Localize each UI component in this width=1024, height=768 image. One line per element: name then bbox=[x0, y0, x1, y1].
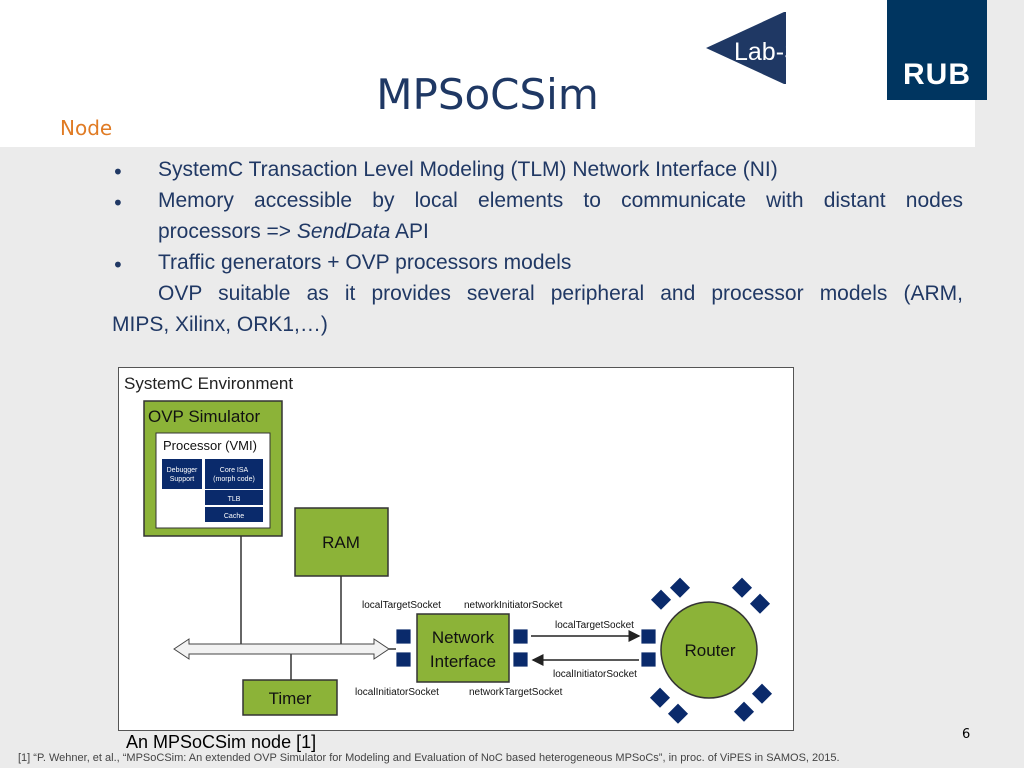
core-isa-block bbox=[205, 459, 263, 489]
bullet-3-continuation-line-1: OVP suitable as it provides several peri… bbox=[158, 282, 963, 305]
page-number: 6 bbox=[962, 727, 971, 742]
core-isa-label-1: Core ISA bbox=[220, 467, 249, 474]
local-target-socket-label-2: localTargetSocket bbox=[555, 620, 634, 631]
bullet-3-continuation-line-2: MIPS, Xilinx, ORK1,…) bbox=[112, 313, 328, 336]
bullet-marker-2: • bbox=[112, 191, 124, 215]
debugger-label-1: Debugger bbox=[167, 467, 198, 474]
slide-header bbox=[0, 0, 975, 147]
cache-block bbox=[205, 507, 263, 522]
local-initiator-socket-label-2: localInitiatorSocket bbox=[355, 687, 439, 698]
environment-label: SystemC Environment bbox=[124, 374, 293, 393]
tlb-block bbox=[205, 490, 263, 505]
local-initiator-socket-label-1: localInitiatorSocket bbox=[553, 669, 637, 680]
ni-label-2: Interface bbox=[430, 652, 496, 671]
bullet-marker-1: • bbox=[112, 160, 124, 184]
timer-label: Timer bbox=[269, 689, 312, 708]
section-label: Node bbox=[60, 116, 113, 140]
cache-label: Cache bbox=[224, 513, 244, 520]
figure-caption: An MPSoCSim node [1] bbox=[126, 732, 317, 752]
bullet-2-line-1: Memory accessible by local elements to c… bbox=[158, 189, 963, 212]
debugger-label-2: Support bbox=[170, 476, 195, 483]
router-label: Router bbox=[684, 641, 735, 660]
reference-footnote: [1] “P. Wehner, et al., “MPSoCSim: An ex… bbox=[18, 752, 840, 764]
rub-logo: RUB bbox=[887, 0, 987, 100]
system-bus bbox=[173, 638, 390, 660]
mpsocsim-node-diagram: SystemC Environment OVP Simulator Proces… bbox=[118, 367, 794, 731]
slide-title: MPSoCSim bbox=[376, 70, 599, 119]
bullet-marker-3: • bbox=[112, 253, 124, 277]
bullet-1: SystemC Transaction Level Modeling (TLM)… bbox=[158, 158, 778, 181]
network-interface-block bbox=[416, 613, 510, 683]
network-initiator-socket-label: networkInitiatorSocket bbox=[464, 600, 563, 611]
timer-block bbox=[242, 679, 338, 716]
lab-sticc-logo: Lab-STICC bbox=[706, 12, 859, 84]
router-block bbox=[660, 601, 758, 699]
ram-block bbox=[294, 507, 389, 577]
debugger-support-block bbox=[162, 459, 202, 489]
bullet-2-line-2: processors => SendData API bbox=[158, 220, 429, 243]
core-isa-label-2: (morph code) bbox=[213, 476, 255, 483]
network-target-socket-label: networkTargetSocket bbox=[469, 687, 563, 698]
ovp-simulator-label: OVP Simulator bbox=[148, 407, 260, 426]
ni-label-1: Network bbox=[432, 628, 495, 647]
ram-label: RAM bbox=[322, 533, 360, 552]
lab-sticc-logo-text: Lab-STICC bbox=[734, 38, 859, 66]
bullet-3: Traffic generators + OVP processors mode… bbox=[158, 251, 572, 274]
local-target-socket-label-1: localTargetSocket bbox=[362, 600, 441, 611]
tlb-label: TLB bbox=[228, 496, 241, 503]
processor-vmi-label: Processor (VMI) bbox=[163, 438, 257, 453]
